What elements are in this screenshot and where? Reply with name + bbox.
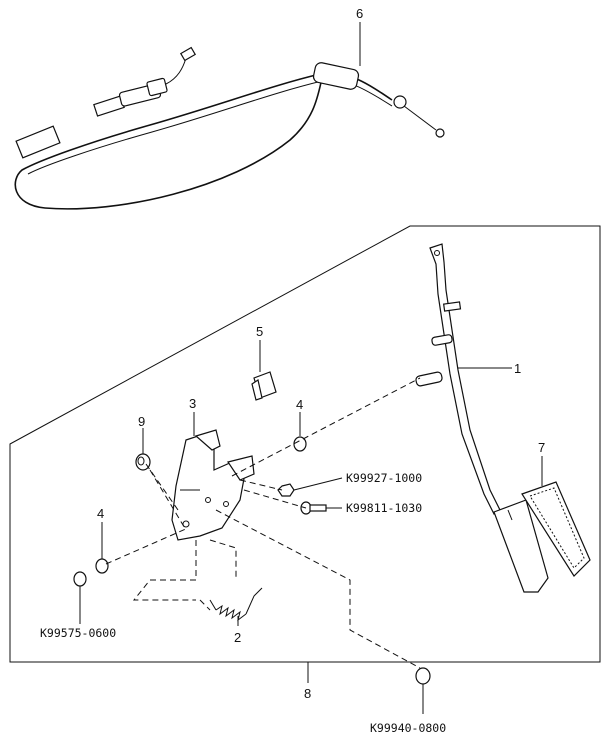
callout-5: 5 [256, 324, 263, 339]
assembly-lines [105, 377, 421, 669]
stopper-block [251, 371, 277, 401]
part-number-k99575: K99575-0600 [40, 626, 116, 640]
callout-8: 8 [304, 686, 311, 701]
pedal-arm [415, 243, 549, 593]
bushing-4-upper [293, 436, 307, 452]
callout-3: 3 [189, 396, 196, 411]
part-number-k99811: K99811-1030 [346, 501, 422, 515]
callout-1: 1 [514, 361, 521, 376]
bushing-9 [135, 453, 151, 471]
callout-4-upper: 4 [296, 397, 303, 412]
nut-k99575 [73, 571, 87, 587]
pedal-pad [521, 481, 591, 577]
throttle-cable [14, 46, 445, 210]
kit-outline [9, 225, 601, 663]
callout-4-lower: 4 [97, 506, 104, 521]
part-number-k99940: K99940-0800 [370, 721, 446, 735]
part-number-k99927: K99927-1000 [346, 471, 422, 485]
leader-lines [79, 22, 543, 714]
callout-2: 2 [234, 630, 241, 645]
pedal-bracket [171, 429, 255, 541]
callout-9: 9 [138, 414, 145, 429]
callout-7: 7 [538, 440, 545, 455]
nut-k99927 [277, 483, 295, 497]
nut-k99940 [415, 667, 431, 685]
bushing-4-lower [95, 558, 109, 574]
return-spring [209, 587, 263, 622]
callout-6: 6 [356, 6, 363, 21]
